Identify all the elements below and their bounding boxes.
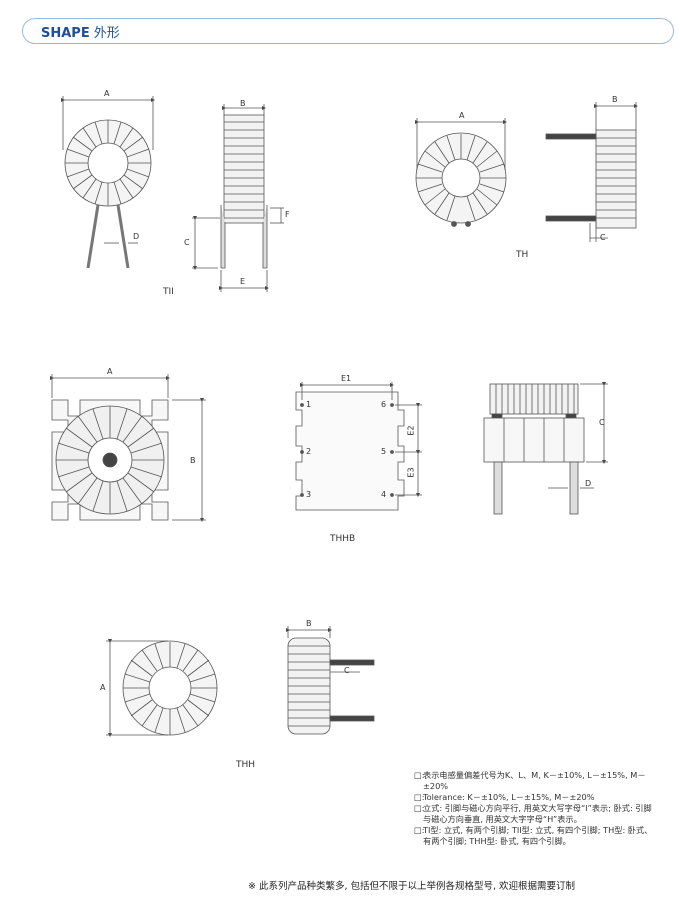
thhb-pin-layout bbox=[295, 382, 422, 511]
thhb-dim-e3: E3 bbox=[406, 467, 416, 478]
thhb-pin-5: 5 bbox=[381, 447, 387, 456]
tii-dim-e: E bbox=[240, 277, 246, 286]
thhb-caption: THHB bbox=[330, 534, 356, 544]
tii-toroid-side bbox=[192, 104, 284, 292]
thh-dim-a: A bbox=[100, 683, 106, 692]
thhb-pin-2: 2 bbox=[306, 447, 312, 456]
thh-dim-b: B bbox=[306, 619, 312, 628]
thh-dim-c: C bbox=[344, 666, 350, 675]
th-dim-b: B bbox=[612, 95, 618, 104]
thh-toroid-front bbox=[106, 639, 218, 737]
tii-dim-b: B bbox=[240, 99, 246, 108]
thh-caption: THH bbox=[236, 760, 256, 770]
thhb-dim-a: A bbox=[107, 367, 113, 376]
tii-caption: TII bbox=[163, 287, 174, 297]
thhb-dim-c: C bbox=[599, 418, 605, 427]
notes-list: □:表示电感量偏差代号为K、L、M, K－±10%, L－±15%, M－±20… bbox=[414, 770, 654, 847]
thh-toroid-side bbox=[286, 626, 375, 735]
tii-dim-c: C bbox=[184, 238, 190, 247]
tii-dim-a: A bbox=[104, 89, 110, 98]
thhb-dim-e1: E1 bbox=[341, 374, 352, 383]
thhb-pin-6: 6 bbox=[381, 400, 387, 409]
note-item: □:Tolerance: K－±10%, L－±15%, M－±20% bbox=[414, 792, 595, 802]
note-item: □:表示电感量偏差代号为K、L、M, K－±10%, L－±15%, M－±20… bbox=[414, 770, 646, 791]
tii-dim-f: F bbox=[285, 210, 290, 219]
thhb-dim-d: D bbox=[585, 479, 592, 488]
th-toroid-front bbox=[415, 118, 507, 227]
thhb-side-view bbox=[483, 382, 608, 515]
thhb-pin-4: 4 bbox=[381, 490, 387, 499]
note-item: □:立式: 引脚与磁心方向平行, 用英文大写字母“I”表示; 卧式: 引脚与磁心… bbox=[414, 803, 652, 824]
thhb-pin-1: 1 bbox=[306, 400, 312, 409]
footer-note: ※ 此系列产品种类繁多, 包括但不限于以上举例各规格型号, 欢迎根据需要订制 bbox=[248, 881, 576, 892]
thhb-front-view bbox=[50, 374, 206, 522]
th-dim-a: A bbox=[459, 111, 465, 120]
tii-dim-d: D bbox=[133, 232, 140, 241]
thhb-dim-e2: E2 bbox=[406, 425, 416, 436]
th-toroid-side bbox=[545, 102, 638, 242]
thhb-dim-b: B bbox=[190, 456, 196, 465]
th-dim-c: C bbox=[600, 233, 606, 242]
note-item: □:TI型: 立式, 有两个引脚; TII型: 立式, 有四个引脚; TH型: … bbox=[414, 825, 653, 846]
thhb-pin-3: 3 bbox=[306, 490, 312, 499]
th-caption: TH bbox=[516, 250, 529, 260]
tii-toroid-front bbox=[61, 96, 155, 269]
